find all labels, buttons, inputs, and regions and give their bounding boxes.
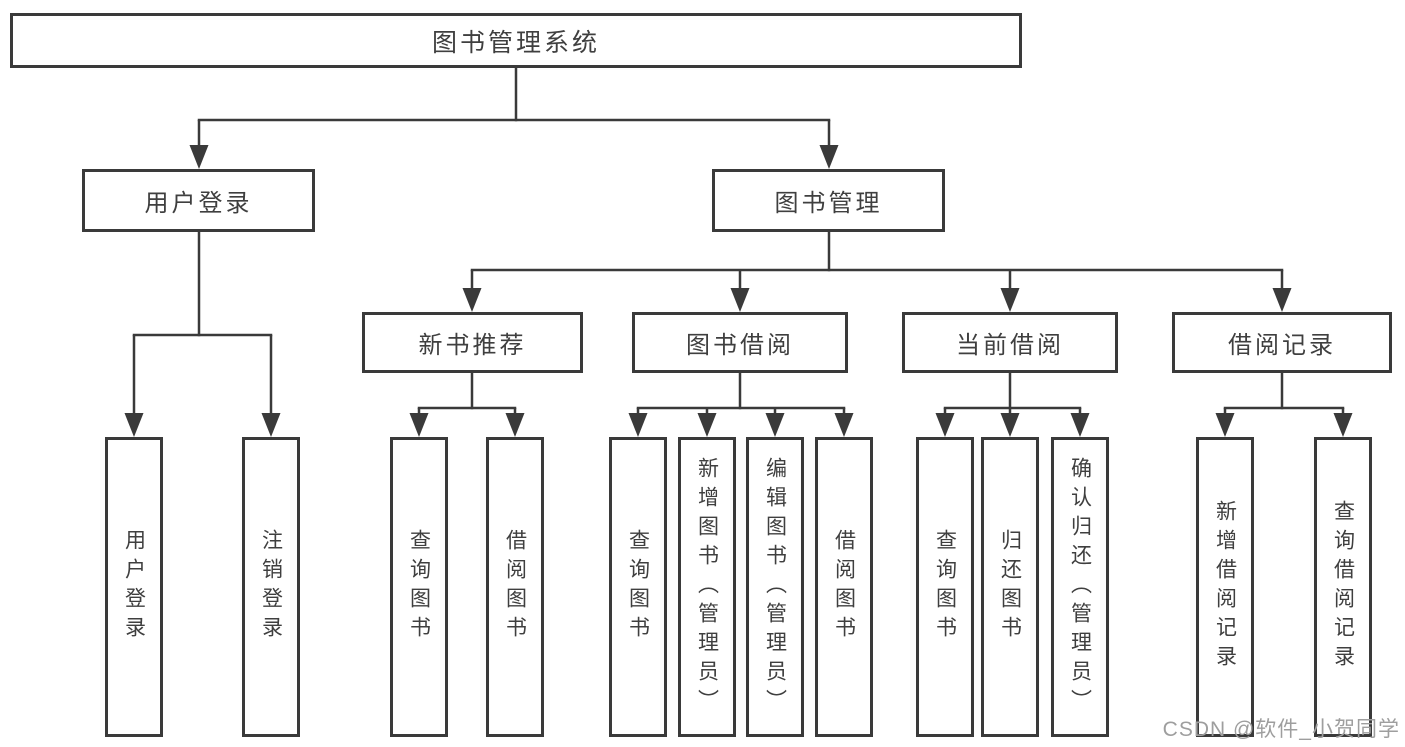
node-label: 用户登录 bbox=[122, 529, 146, 645]
node-label: 图书借阅 bbox=[686, 332, 794, 359]
node-label: 图书管理 bbox=[774, 190, 883, 217]
leaf-logout: 注销登录 bbox=[242, 437, 300, 737]
node-label: 编辑图书（管理员） bbox=[763, 456, 787, 718]
node-label: 借阅记录 bbox=[1228, 332, 1336, 359]
node-label: 借阅图书 bbox=[832, 529, 856, 645]
leaf-query-books: 查询图书 bbox=[609, 437, 667, 737]
node-current-borrowing: 当前借阅 bbox=[902, 312, 1118, 373]
node-label: 图书管理系统 bbox=[431, 28, 600, 57]
node-label: 借阅图书 bbox=[503, 529, 527, 645]
node-user-login: 用户登录 bbox=[82, 169, 315, 232]
node-label: 当前借阅 bbox=[956, 332, 1064, 359]
arrowheads bbox=[124, 145, 1353, 437]
node-label: 用户登录 bbox=[144, 190, 253, 217]
node-library-management-system: 图书管理系统 bbox=[10, 13, 1022, 68]
leaf-query-books: 查询图书 bbox=[390, 437, 448, 737]
node-label: 归还图书 bbox=[998, 529, 1022, 645]
node-book-management: 图书管理 bbox=[712, 169, 945, 232]
node-new-book-recommendation: 新书推荐 bbox=[362, 312, 583, 373]
node-label: 查询图书 bbox=[933, 529, 957, 645]
leaf-confirm-return-admin: 确认归还（管理员） bbox=[1051, 437, 1109, 737]
node-borrowing-records: 借阅记录 bbox=[1172, 312, 1392, 373]
node-label: 查询借阅记录 bbox=[1331, 500, 1355, 674]
leaf-query-books: 查询图书 bbox=[916, 437, 974, 737]
leaf-return-books: 归还图书 bbox=[981, 437, 1039, 737]
leaf-borrow-books: 借阅图书 bbox=[486, 437, 544, 737]
node-label: 查询图书 bbox=[626, 529, 650, 645]
node-label: 确认归还（管理员） bbox=[1068, 456, 1092, 718]
node-book-borrowing: 图书借阅 bbox=[632, 312, 848, 373]
node-label: 新增借阅记录 bbox=[1213, 500, 1237, 674]
leaf-add-borrow-record: 新增借阅记录 bbox=[1196, 437, 1254, 737]
node-label: 查询图书 bbox=[407, 529, 431, 645]
leaf-user-login: 用户登录 bbox=[105, 437, 163, 737]
leaf-add-books-admin: 新增图书（管理员） bbox=[678, 437, 736, 737]
node-label: 新增图书（管理员） bbox=[695, 456, 719, 718]
node-label: 新书推荐 bbox=[418, 332, 527, 359]
csdn-watermark: CSDN @软件_小贺同学 bbox=[1162, 718, 1400, 741]
leaf-borrow-books: 借阅图书 bbox=[815, 437, 873, 737]
leaf-edit-books-admin: 编辑图书（管理员） bbox=[746, 437, 804, 737]
leaf-query-borrow-record: 查询借阅记录 bbox=[1314, 437, 1372, 737]
node-label: 注销登录 bbox=[259, 529, 283, 645]
